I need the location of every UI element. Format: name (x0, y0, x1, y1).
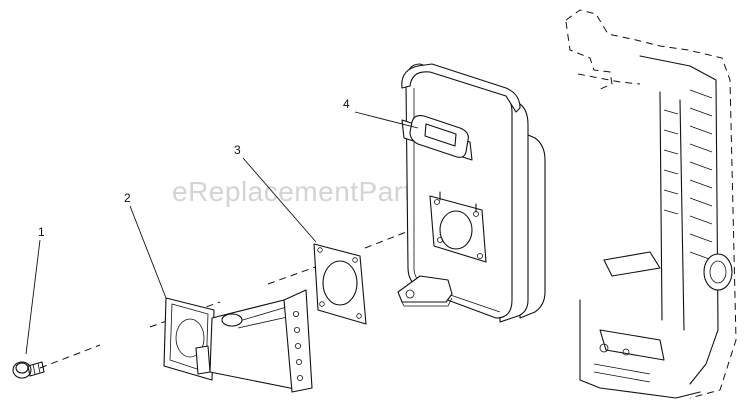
muffler (397, 63, 546, 323)
screw (12, 361, 45, 379)
leader-line-1 (25, 239, 41, 355)
gasket (313, 243, 367, 325)
engine-shroud (565, 9, 737, 399)
leader-line-4 (354, 111, 419, 129)
callout-4: 4 (343, 97, 350, 111)
callout-1: 1 (38, 225, 45, 239)
deflector (163, 289, 313, 393)
leader-line-3 (242, 157, 317, 243)
callout-2: 2 (124, 191, 131, 205)
leader-line-2 (129, 205, 167, 299)
callout-3: 3 (234, 143, 241, 157)
